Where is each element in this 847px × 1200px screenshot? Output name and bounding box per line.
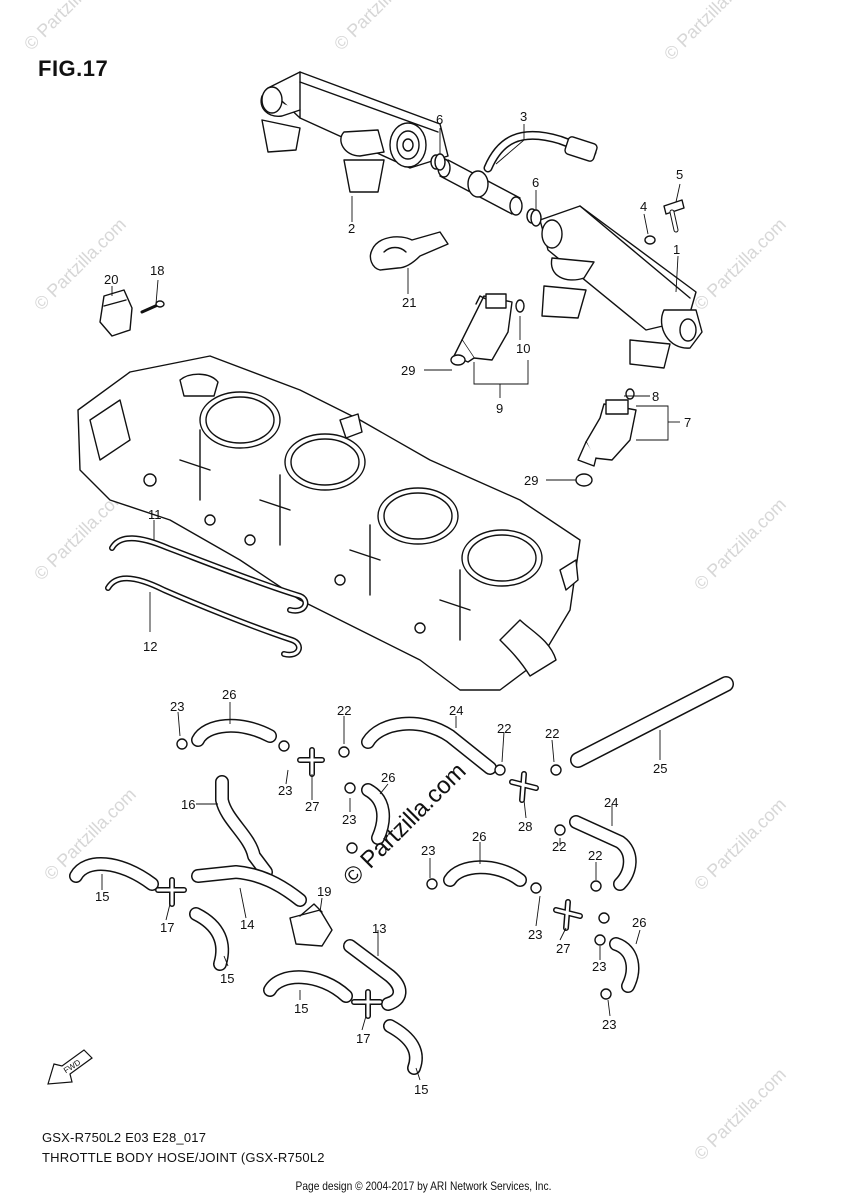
callout-26[interactable]: 26 [632,915,647,930]
callout-17[interactable]: 17 [356,1031,371,1046]
callout-27[interactable]: 27 [305,799,320,814]
callout-24[interactable]: 24 [449,703,464,718]
callout-23[interactable]: 23 [528,927,543,942]
hose-clips [176,738,612,1000]
callout-22[interactable]: 22 [588,848,603,863]
callout-5[interactable]: 5 [676,167,684,182]
callout-23[interactable]: 23 [342,812,357,827]
callout-22[interactable]: 22 [545,726,560,741]
callout-20[interactable]: 20 [104,272,119,287]
callout-15[interactable]: 15 [95,889,110,904]
callout-10[interactable]: 10 [516,341,531,356]
callout-17[interactable]: 17 [160,920,175,935]
callout-12[interactable]: 12 [143,639,158,654]
callout-26[interactable]: 26 [222,687,237,702]
callout-22[interactable]: 22 [552,839,567,854]
callout-4[interactable]: 4 [640,199,648,214]
callout-22[interactable]: 22 [337,703,352,718]
figure-title: FIG.17 [38,56,109,81]
callout-23[interactable]: 23 [278,783,293,798]
callout-22[interactable]: 22 [497,721,512,736]
callout-29[interactable]: 29 [401,363,416,378]
figure-code: GSX-R750L2 E03 E28_017 [42,1130,207,1145]
callout-6[interactable]: 6 [436,112,444,127]
callout-23[interactable]: 23 [602,1017,617,1032]
callout-27[interactable]: 27 [556,941,571,956]
fuel-rail-upper [260,71,449,193]
joint-tees [155,747,583,1019]
callout-25[interactable]: 25 [653,761,668,776]
callout-13[interactable]: 13 [372,921,387,936]
callout-15[interactable]: 15 [220,971,235,986]
callout-8[interactable]: 8 [652,389,660,404]
callout-6[interactable]: 6 [532,175,540,190]
callout-3[interactable]: 3 [520,109,528,124]
callout-11[interactable]: 11 [148,507,162,522]
callout-15[interactable]: 15 [414,1082,429,1097]
callout-19[interactable]: 19 [317,884,332,899]
page-design-credit: Page design © 2004-2017 by ARI Network S… [295,1179,552,1193]
callout-26[interactable]: 26 [472,829,487,844]
throttle-body [77,355,581,691]
callout-2[interactable]: 2 [348,221,356,236]
injector-lower [575,388,637,487]
callout-23[interactable]: 23 [170,699,185,714]
callout-9[interactable]: 9 [496,401,504,416]
fwd-arrow-icon [47,1049,93,1085]
injector-upper [450,293,525,366]
callout-21[interactable]: 21 [402,295,417,310]
callout-29[interactable]: 29 [524,473,539,488]
callout-24[interactable]: 24 [604,795,619,810]
callout-18[interactable]: 18 [150,263,165,278]
rail-joint [430,154,538,224]
callout-26[interactable]: 26 [381,770,396,785]
callout-15[interactable]: 15 [294,1001,309,1016]
callout-23[interactable]: 23 [421,843,436,858]
fuel-rail-lower [539,205,703,369]
callout-28[interactable]: 28 [518,819,533,834]
figure-caption: THROTTLE BODY HOSE/JOINT (GSX-R750L2 [42,1150,325,1165]
callout-23[interactable]: 23 [592,959,607,974]
callout-1[interactable]: 1 [673,242,681,257]
callout-14[interactable]: 14 [240,917,255,932]
callout-16[interactable]: 16 [181,797,196,812]
callout-7[interactable]: 7 [684,415,692,430]
